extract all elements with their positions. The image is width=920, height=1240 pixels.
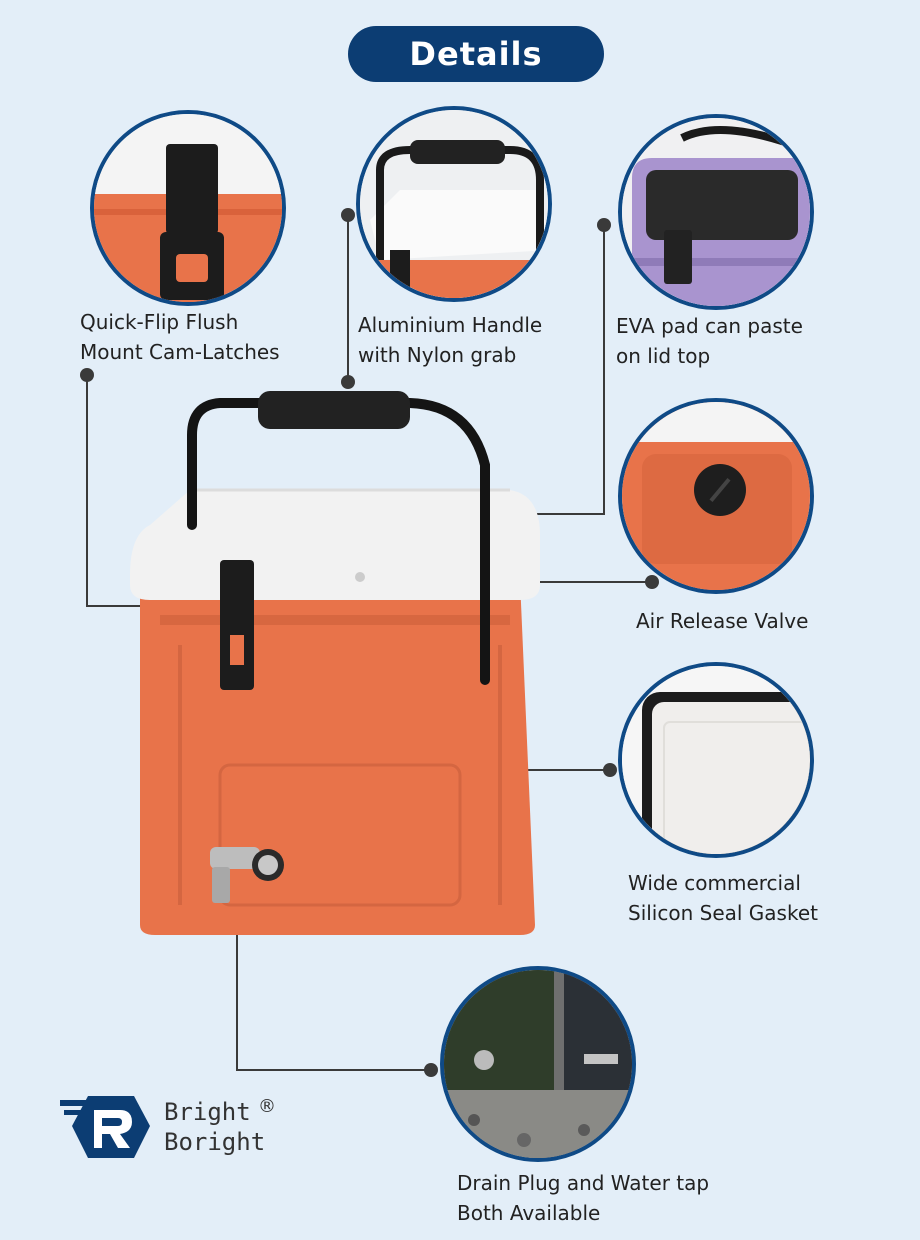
handle-connector-line <box>347 212 349 382</box>
air-valve-detail-image <box>618 398 814 594</box>
gasket-detail-image <box>618 662 814 858</box>
eva-connector-line-h <box>500 513 605 515</box>
handle-connector-dot <box>341 375 355 389</box>
brand-r-icon <box>60 1096 150 1158</box>
drain-connector-line <box>236 910 238 1070</box>
eva-connector-line <box>603 224 605 514</box>
gasket-circle-dot <box>603 763 617 777</box>
cooler-product-image <box>130 391 540 935</box>
brand-name-line2: Boright <box>164 1128 266 1156</box>
valve-circle-dot <box>645 575 659 589</box>
drain-detail-image <box>440 966 636 1162</box>
latch-connector-line <box>86 375 88 606</box>
latch-detail-image <box>90 110 286 306</box>
drain-circle-dot <box>424 1063 438 1077</box>
page-title: Details <box>348 26 604 82</box>
drain-connector-line-h <box>236 1069 431 1071</box>
eva-pad-detail-image <box>618 114 814 310</box>
handle-detail-image <box>356 106 552 302</box>
brand-name-line1: Bright <box>164 1098 251 1126</box>
valve-connector-line <box>522 581 652 583</box>
air-valve-label: Air Release Valve <box>636 609 809 633</box>
handle-top-dot <box>341 208 355 222</box>
brand-logo: Bright Boright <box>58 1092 265 1162</box>
registered-mark: ® <box>258 1096 276 1117</box>
